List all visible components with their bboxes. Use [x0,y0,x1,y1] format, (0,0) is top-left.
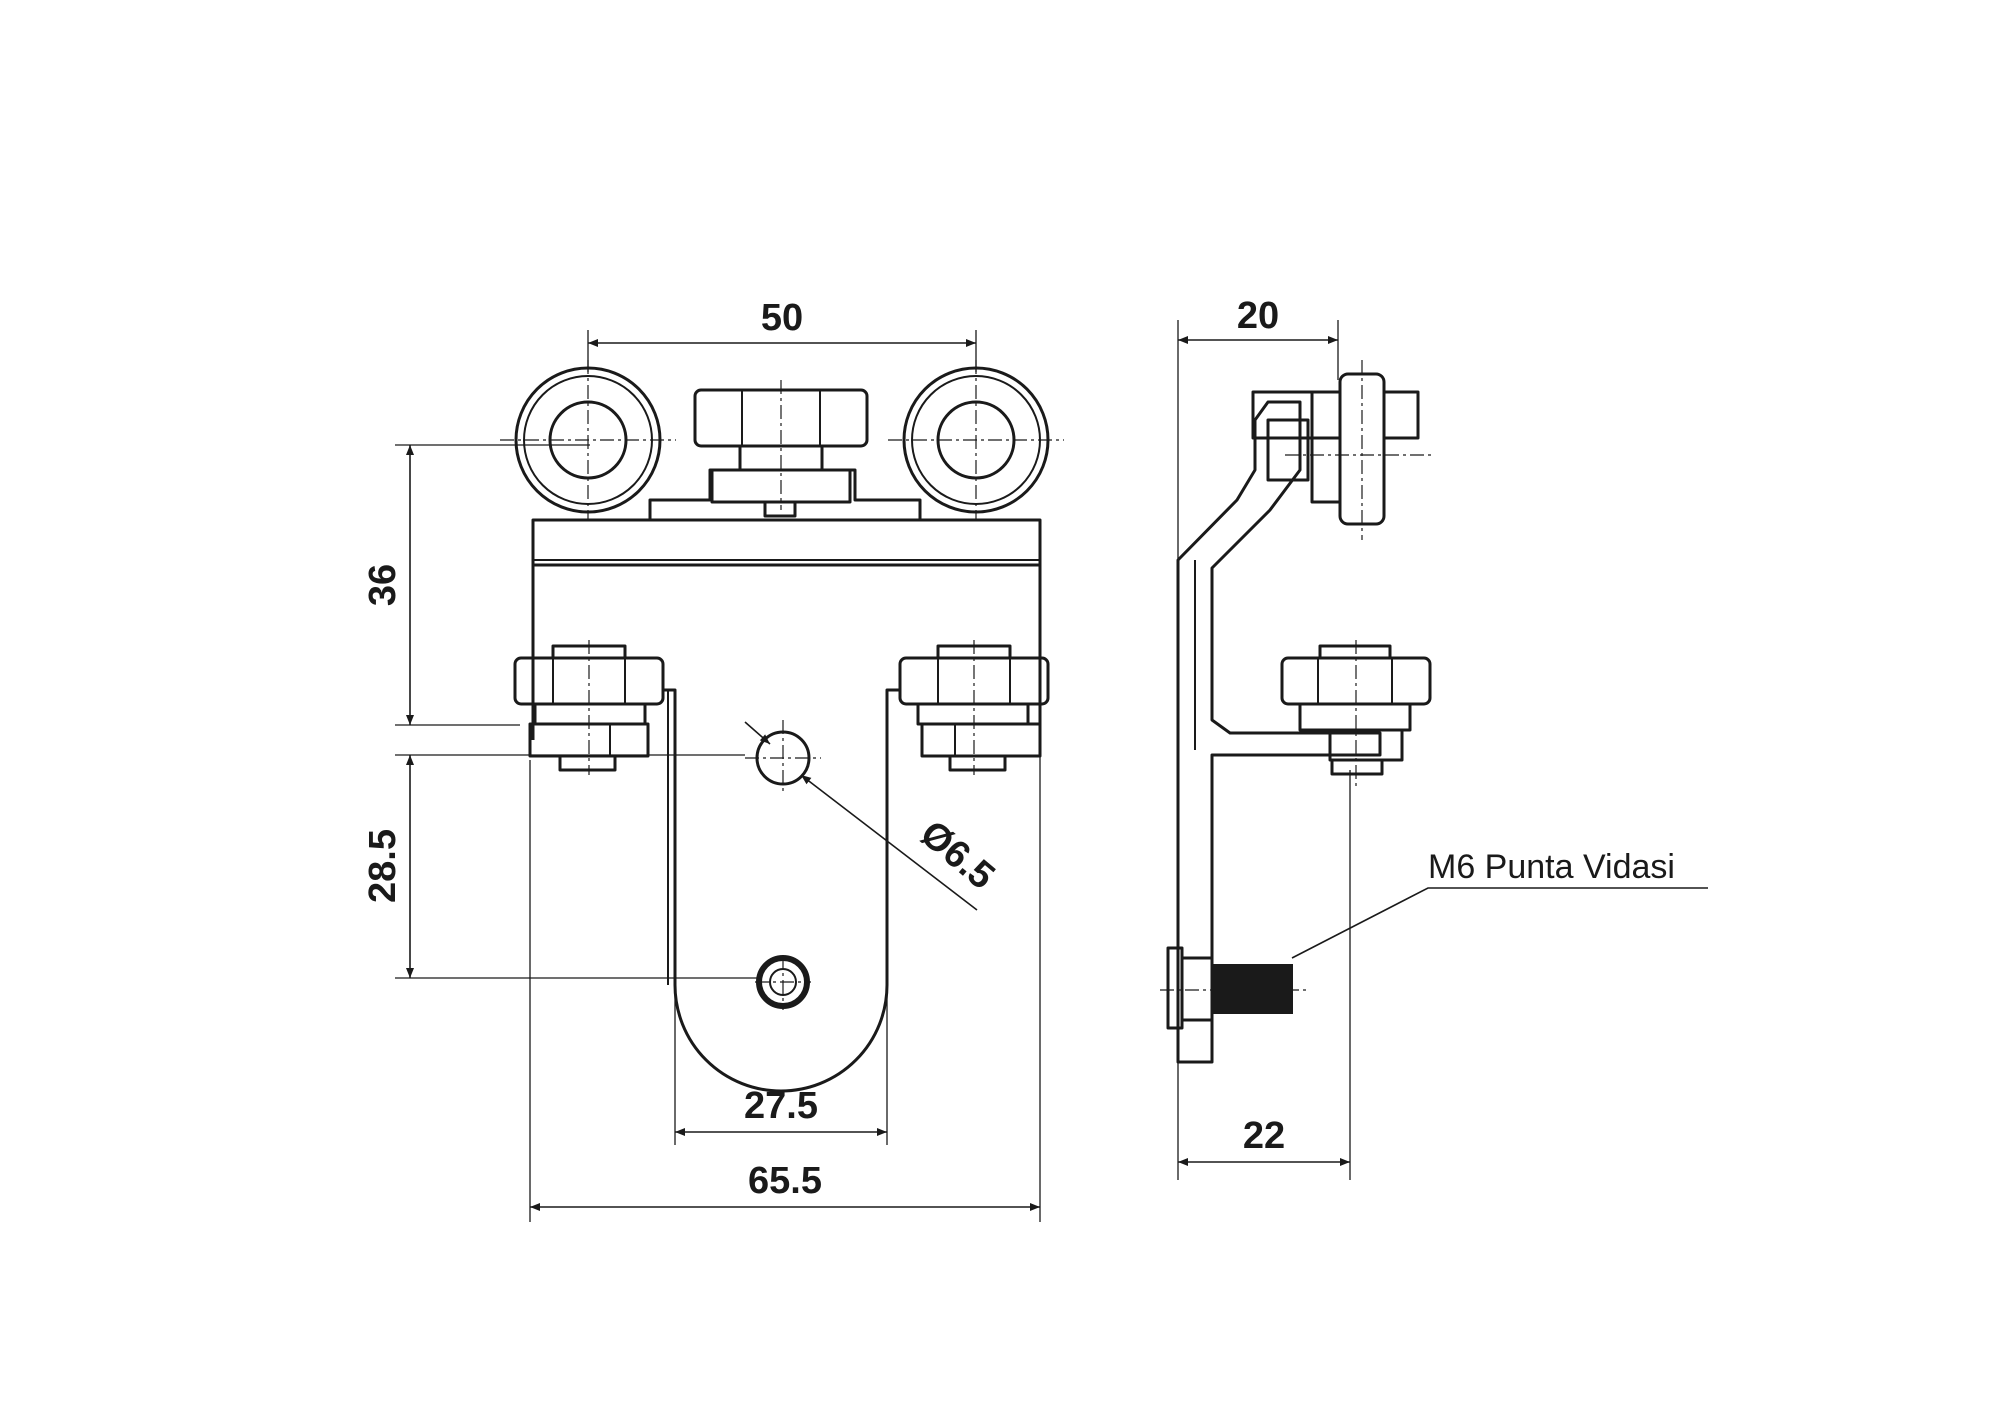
dim-bottom-depth-label: 22 [1243,1115,1285,1157]
dim-overall-width: 65.5 [529,740,1041,1222]
dim-vertical-upper: 36 [362,444,590,726]
screw-callout: M6 Punta Vidasi [1291,848,1708,959]
dim-slot-width: 27.5 [674,990,888,1145]
side-screw [1166,946,1293,1030]
dim-vertical-lower: 28.5 [362,754,760,979]
dim-vertical-lower-label: 28.5 [362,829,404,903]
front-tongue-plate [663,688,900,1093]
dim-top-depth-label: 20 [1237,295,1279,337]
side-view: 20 22 M6 Punta Vidasi [1160,295,1708,1180]
front-center-lines [500,360,1064,1010]
dim-top-width: 50 [587,297,977,372]
front-upper-profile [533,468,922,522]
dim-bottom-depth: 22 [1177,770,1351,1180]
side-center-lines [1160,360,1435,991]
side-top-roller [1251,372,1420,526]
screw-callout-label: M6 Punta Vidasi [1428,848,1675,886]
dim-vertical-upper-label: 36 [362,564,404,606]
front-view: 50 36 28.5 Ø6.5 27.5 [362,297,1064,1222]
dim-top-depth: 20 [1177,295,1339,560]
dim-top-width-label: 50 [761,297,803,339]
dim-hole-diameter-label: Ø6.5 [912,813,1002,898]
dim-overall-width-label: 65.5 [748,1160,822,1202]
dim-slot-width-label: 27.5 [744,1085,818,1127]
front-body-plate [531,518,1042,567]
